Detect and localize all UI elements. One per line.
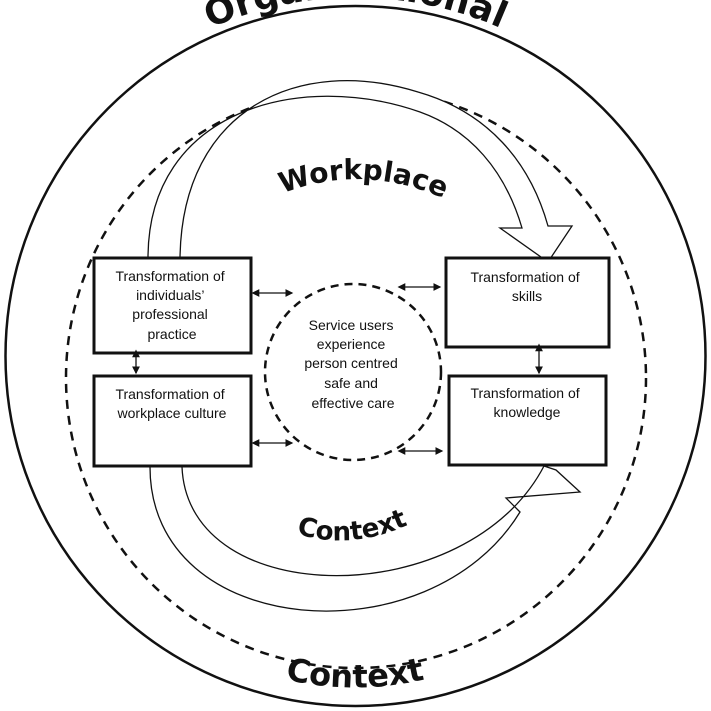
outer-bottom-label: Context — [283, 650, 426, 696]
knowledge-box — [447, 374, 608, 467]
organisational-context-circle — [4, 4, 707, 708]
top-cycle-arrow — [147, 80, 574, 263]
knowledge-text: Transformation of knowledge — [470, 385, 583, 420]
inner-top-label: Workplace — [274, 153, 453, 205]
workplace-culture-text: Transformation of workplace culture — [115, 386, 228, 421]
center-care-text: Service users experience person centred … — [304, 317, 401, 411]
individuals-practice-text: Transformation of individuals’ professio… — [115, 268, 228, 342]
individuals-practice-box — [92, 256, 253, 355]
skills-box — [444, 256, 611, 349]
bottom-cycle-arrow — [149, 465, 582, 612]
workplace-culture-box — [92, 374, 253, 468]
skills-text: Transformation of skills — [470, 269, 583, 304]
center-care-circle — [263, 282, 443, 462]
outer-top-label: Organisational — [198, 0, 513, 36]
inner-bottom-label: Context — [295, 504, 411, 548]
